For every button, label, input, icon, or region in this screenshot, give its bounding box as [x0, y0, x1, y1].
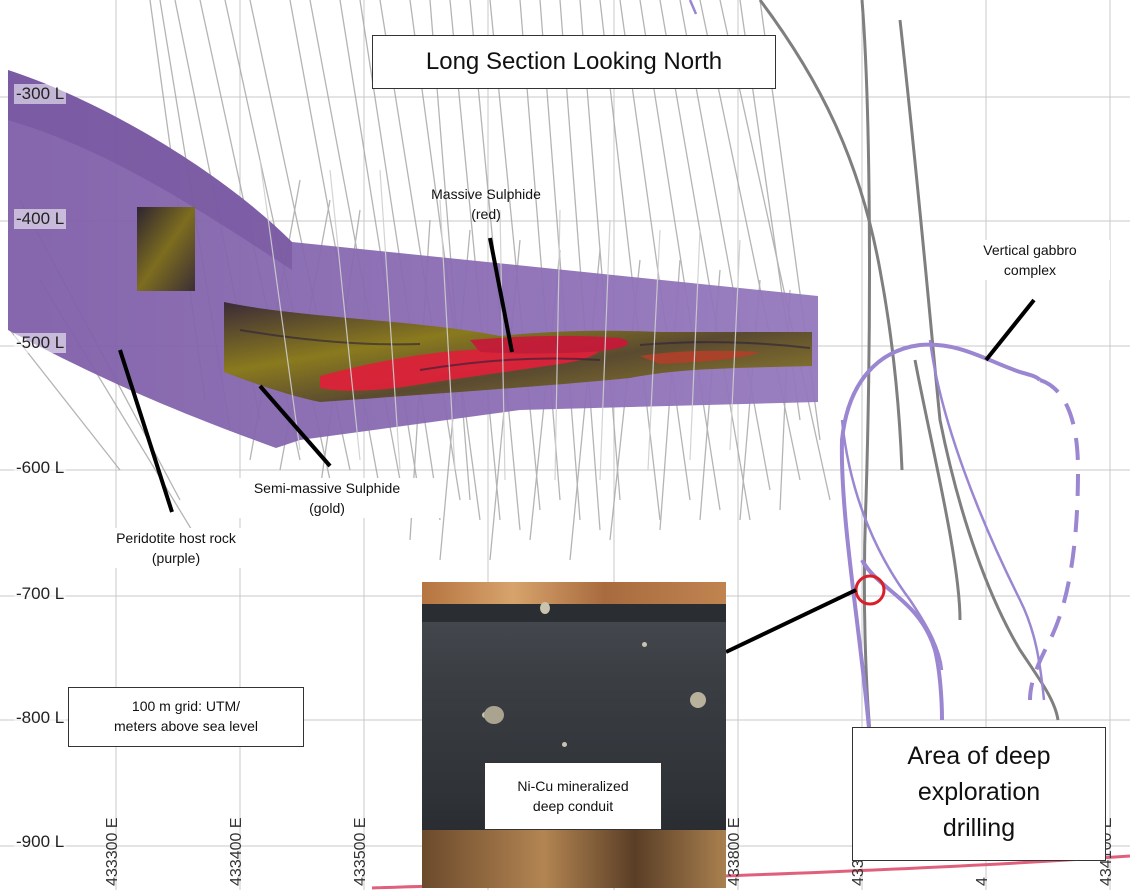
deep-exploration-line3: drilling: [942, 814, 1016, 842]
easting-label-434000: 4: [974, 877, 991, 886]
conduit-label-line2: deep conduit: [532, 798, 614, 814]
easting-label-433400: 433400 E: [228, 817, 245, 886]
peridotite-label-line1: Peridotite host rock: [116, 530, 236, 546]
leader-lines: [118, 237, 1036, 654]
gabbro-complex-label: Vertical gabbro complex: [950, 240, 1110, 280]
massive-sulphide-label-line1: Massive Sulphide: [431, 186, 541, 202]
semi-massive-label-line2: (gold): [309, 500, 345, 516]
grid-legend-box: 100 m grid: UTM/ meters above sea level: [68, 687, 304, 747]
deep-drill-holes: [758, 0, 1060, 753]
level-label-900: -900 L: [14, 832, 67, 852]
deep-exploration-line2: exploration: [917, 778, 1041, 806]
conduit-label-line1: Ni-Cu mineralized: [517, 778, 629, 794]
deep-exploration-line1: Area of deep: [907, 742, 1051, 770]
host-rock-shade: [8, 70, 292, 270]
deep-exploration-box: Area of deep exploration drilling: [852, 727, 1106, 861]
level-label-700: -700 L: [14, 584, 67, 604]
core-speck: [484, 706, 504, 724]
level-label-600: -600 L: [14, 458, 67, 478]
easting-label-433500: 433500 E: [352, 817, 369, 886]
peridotite-label-line2: (purple): [151, 550, 201, 566]
core-speck: [540, 602, 550, 614]
conduit-label-box: Ni-Cu mineralized deep conduit: [484, 762, 662, 830]
small-sulphide-block: [137, 207, 195, 291]
core-box-bottom-edge: [422, 830, 726, 888]
core-slab-divider: [422, 604, 726, 622]
semi-massive-sulphide-label: Semi-massive Sulphide (gold): [212, 478, 442, 518]
level-label-300: -300 L: [14, 84, 67, 104]
peridotite-label: Peridotite host rock (purple): [76, 528, 276, 568]
sulphide-texture: [239, 329, 811, 371]
gabbro-complex-lower-arc: [860, 559, 944, 721]
level-label-800: -800 L: [14, 708, 67, 728]
core-speck: [562, 742, 567, 747]
level-label-400: -400 L: [14, 209, 67, 229]
core-speck: [642, 642, 647, 647]
gabbro-label-line1: Vertical gabbro: [983, 242, 1077, 258]
easting-label-433300: 433300 E: [104, 817, 121, 886]
gabbro-label-line2: complex: [1003, 262, 1057, 278]
page-title: Long Section Looking North: [372, 35, 776, 89]
massive-sulphide-label-line2: (red): [471, 206, 501, 222]
easting-label-433800: 433800 E: [726, 817, 743, 886]
conduit-marker-circle: [854, 574, 886, 606]
grid-legend-line1: 100 m grid: UTM/: [131, 698, 241, 714]
semi-massive-label-line1: Semi-massive Sulphide: [253, 480, 401, 496]
massive-sulphide-label: Massive Sulphide (red): [396, 184, 576, 224]
drill-traces-front: [259, 159, 741, 481]
gabbro-complex-outline: [839, 342, 1042, 741]
drill-core-photo: Ni-Cu mineralized deep conduit: [422, 582, 726, 888]
grid-legend-line2: meters above sea level: [114, 718, 258, 734]
gabbro-complex-dashed: [1028, 378, 1081, 701]
core-box-top-edge: [422, 582, 726, 604]
core-speck: [690, 692, 706, 708]
level-label-500: -500 L: [14, 333, 67, 353]
